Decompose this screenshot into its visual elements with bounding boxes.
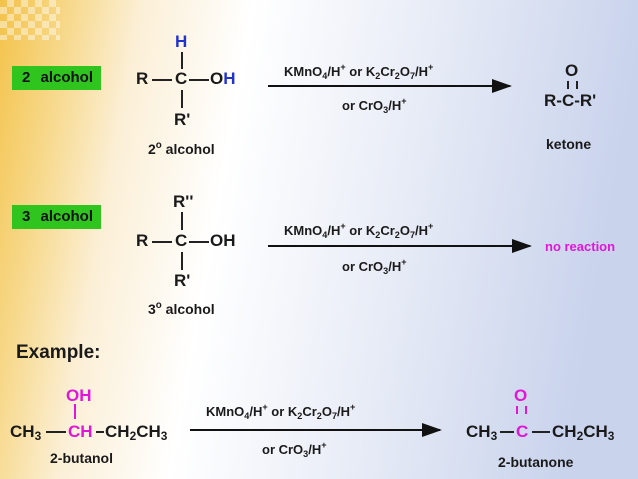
row1-reagents-line2: or CrO3/H+: [342, 96, 407, 115]
row2-bond-left: [152, 241, 172, 243]
row2-r-left: R: [136, 231, 149, 250]
example-ch2ch3: CH2CH3: [105, 422, 168, 443]
row2-reagents-line2: or CrO3/H+: [342, 257, 407, 276]
tertiary-alcohol-label: 3 alcohol: [12, 205, 102, 229]
row2-caption: 3o alcohol: [148, 300, 215, 317]
row2-r-bottom: R': [174, 271, 191, 290]
row1-r-left: R: [136, 69, 149, 88]
row1-reaction-arrow: [268, 79, 512, 93]
product-bond-right: [532, 431, 550, 433]
example-bond-left: [46, 431, 66, 433]
row1-reagents-line1: KMnO4/H+ or K2Cr2O7/H+: [284, 62, 434, 81]
corner-checker-pattern: [0, 0, 60, 40]
product-double-bond: [516, 406, 527, 414]
secondary-alcohol-label: 2 alcohol: [12, 66, 102, 90]
reactant-name: 2-butanol: [50, 450, 113, 466]
row1-oh: OH: [210, 69, 236, 88]
row2-bond-bottom: [181, 252, 183, 270]
row1-caption: 2o alcohol: [148, 140, 215, 157]
example-oh-bond: [74, 404, 76, 419]
row2-bond-right: [189, 241, 209, 243]
row1-carbon: C: [175, 69, 188, 88]
row1-bond-left: [152, 79, 172, 81]
ketone-caption: ketone: [546, 136, 592, 152]
product-name: 2-butanone: [498, 454, 574, 470]
example-heading: Example:: [16, 342, 101, 363]
product-oxygen: O: [514, 386, 528, 405]
row2-reagents-line1: KMnO4/H+ or K2Cr2O7/H+: [284, 221, 434, 240]
ketone-formula: R-C-R': [544, 91, 597, 110]
example-reagents-line1: KMnO4/H+ or K2Cr2O7/H+: [206, 402, 356, 421]
row2-r-top: R'': [173, 192, 194, 211]
row2-carbon: C: [175, 231, 188, 250]
row2-bond-top: [181, 212, 183, 230]
ketone-oxygen: O: [565, 61, 579, 80]
product-bond-left: [500, 431, 514, 433]
example-ch3-left: CH3: [10, 422, 42, 443]
row1-hydrogen: H: [175, 32, 188, 51]
ketone-double-bond: [567, 81, 578, 89]
example-hydroxyl: OH: [66, 386, 92, 405]
row2-reaction-arrow: [268, 239, 532, 253]
product-carbon: C: [516, 422, 529, 441]
product-ch3: CH3: [466, 422, 498, 443]
row1-bond-top: [181, 52, 183, 69]
example-reaction-arrow: [190, 423, 442, 437]
example-reagents-line2: or CrO3/H+: [262, 440, 327, 459]
row2-oh: OH: [210, 231, 236, 250]
row1-bond-bottom: [181, 90, 183, 108]
row1-r-bottom: R': [174, 110, 191, 129]
row1-bond-right: [189, 79, 209, 81]
example-bond-right: [96, 431, 104, 433]
no-reaction-result: no reaction: [545, 239, 616, 254]
example-ch: CH: [68, 422, 93, 441]
product-ch2ch3: CH2CH3: [552, 422, 615, 443]
